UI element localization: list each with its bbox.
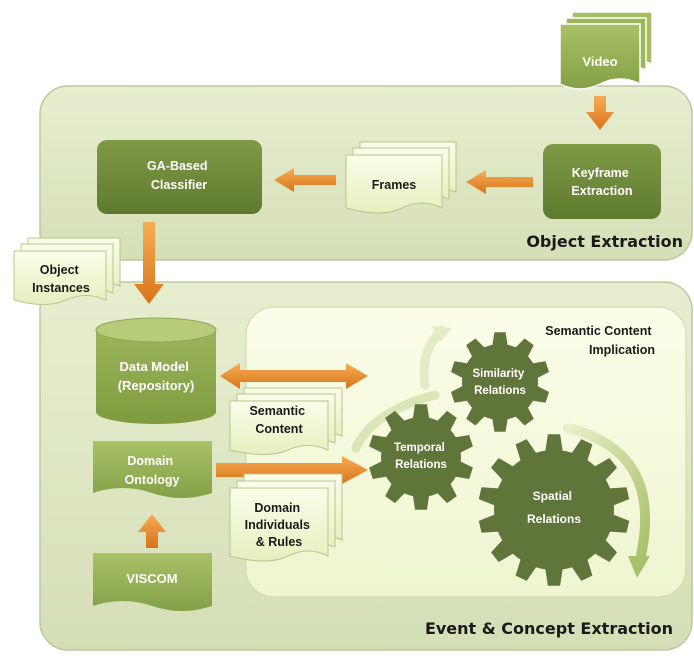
arrow-frames-to-classifier — [274, 168, 336, 192]
domain-ontology-label: Domain Ontology — [125, 454, 180, 487]
spatial-gear-label: Spatial Relations — [527, 489, 581, 526]
event-concept-title: Event & Concept Extraction — [425, 619, 673, 638]
arrow-video-to-keyframe — [586, 96, 614, 130]
similarity-gear — [451, 332, 549, 432]
ga-classifier-label: GA-Based Classifier — [147, 159, 211, 192]
temporal-gear-label: Temporal Relations — [394, 442, 448, 471]
ga-classifier-box — [97, 140, 262, 214]
frames-label: Frames — [372, 178, 417, 192]
curved-arrow-left — [351, 390, 440, 453]
viscom-box: VISCOM — [93, 553, 212, 611]
keyframe-extraction-label: Keyframe Extraction — [571, 166, 632, 198]
keyframe-extraction-box — [543, 144, 661, 219]
video-document-stack: Video — [559, 11, 653, 90]
data-model-label: Data Model (Repository) — [118, 359, 195, 393]
cycle-arrows — [351, 325, 651, 578]
domain-ontology-box: Domain Ontology — [93, 441, 212, 498]
video-label: Video — [582, 54, 617, 69]
arrow-datamodel-semantic-bidirectional — [220, 363, 368, 389]
object-extraction-title: Object Extraction — [526, 232, 683, 251]
curved-arrow-right — [563, 423, 651, 565]
semantic-content-document-stack: Semantic Content — [229, 387, 343, 455]
arrow-viscom-to-ontology — [138, 514, 166, 548]
object-instances-document-stack: Object Instances — [13, 237, 121, 305]
temporal-gear — [369, 404, 473, 510]
arrow-keyframe-to-frames — [466, 170, 533, 194]
data-model-cylinder: Data Model (Repository) — [95, 317, 217, 424]
gears-group — [369, 332, 630, 586]
object-instances-label: Object Instances — [32, 263, 90, 295]
similarity-gear-label: Similarity Relations — [473, 368, 528, 397]
domain-individuals-label: Domain Individuals & Rules — [245, 501, 314, 549]
semantic-implication-title: Semantic Content Implication — [545, 324, 655, 357]
arrow-classifier-to-datamodel — [134, 222, 164, 304]
frames-document-stack: Frames — [345, 141, 457, 214]
semantic-content-label: Semantic Content — [249, 404, 308, 436]
domain-individuals-document-stack: Domain Individuals & Rules — [229, 473, 343, 562]
viscom-label: VISCOM — [126, 571, 177, 586]
spatial-gear — [478, 434, 630, 586]
